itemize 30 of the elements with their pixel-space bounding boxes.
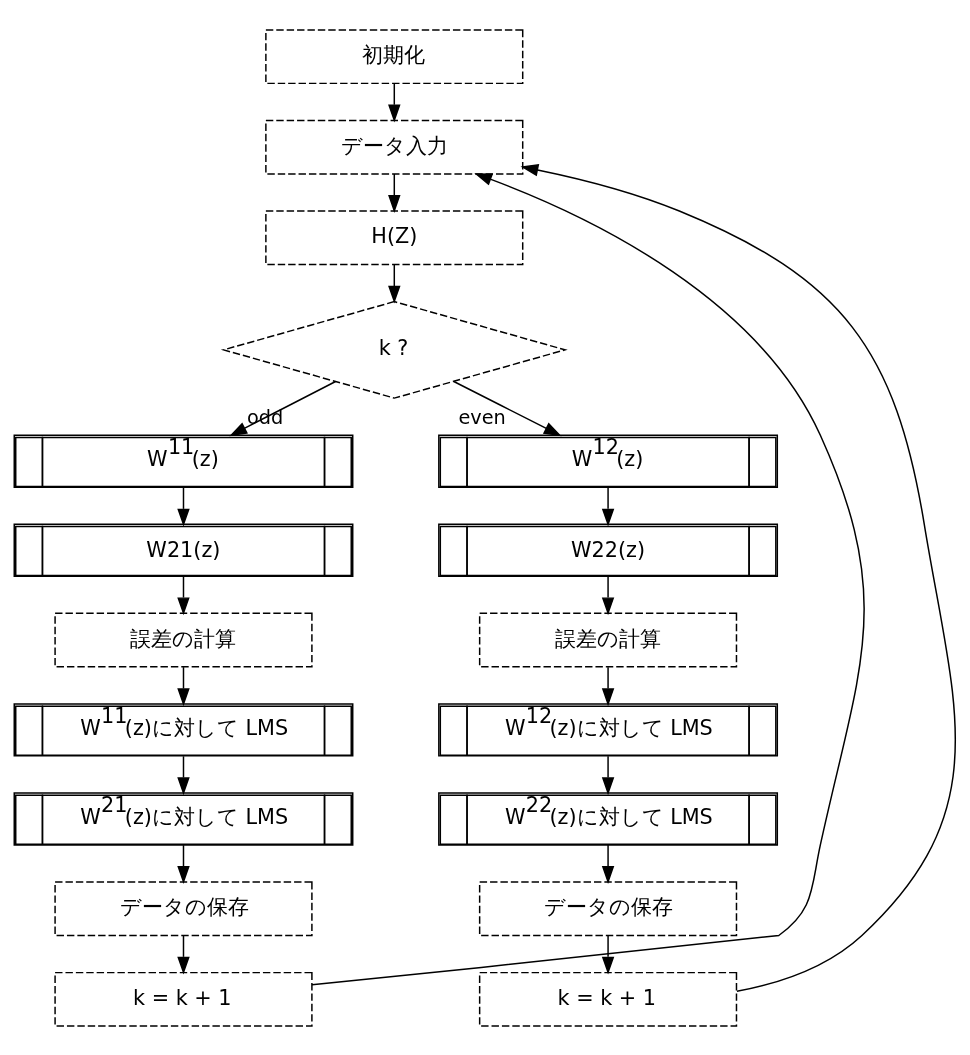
arrow	[177, 575, 190, 615]
node-box: データ入力	[265, 119, 524, 175]
arrow	[177, 934, 190, 974]
node-box: 誤差の計算	[478, 612, 738, 668]
arrow	[601, 934, 615, 975]
node-box: k = k + 1	[54, 971, 313, 1027]
arrow	[601, 486, 615, 526]
edge-label: even	[458, 405, 506, 429]
arrow	[177, 665, 190, 706]
arrow	[601, 665, 615, 706]
arrow	[601, 755, 615, 795]
arrow	[601, 575, 615, 615]
node-box: k = k + 1	[478, 971, 738, 1027]
node-box: 誤差の計算	[54, 612, 313, 668]
arrow	[177, 755, 190, 795]
node-diamond: k ?	[220, 300, 568, 399]
arrow	[388, 172, 401, 213]
node-box: データの保存	[54, 880, 313, 936]
arrow	[229, 380, 337, 436]
arrow	[311, 172, 865, 986]
arrow	[453, 380, 562, 436]
node-box: データの保存	[478, 880, 738, 936]
arrow	[388, 82, 401, 122]
arrow	[388, 263, 401, 304]
arrow	[601, 843, 615, 884]
arrow	[520, 163, 956, 992]
arrow	[177, 486, 190, 526]
node-box: H(Z)	[265, 209, 524, 265]
node-box: 初期化	[265, 28, 524, 84]
arrow	[177, 843, 190, 884]
